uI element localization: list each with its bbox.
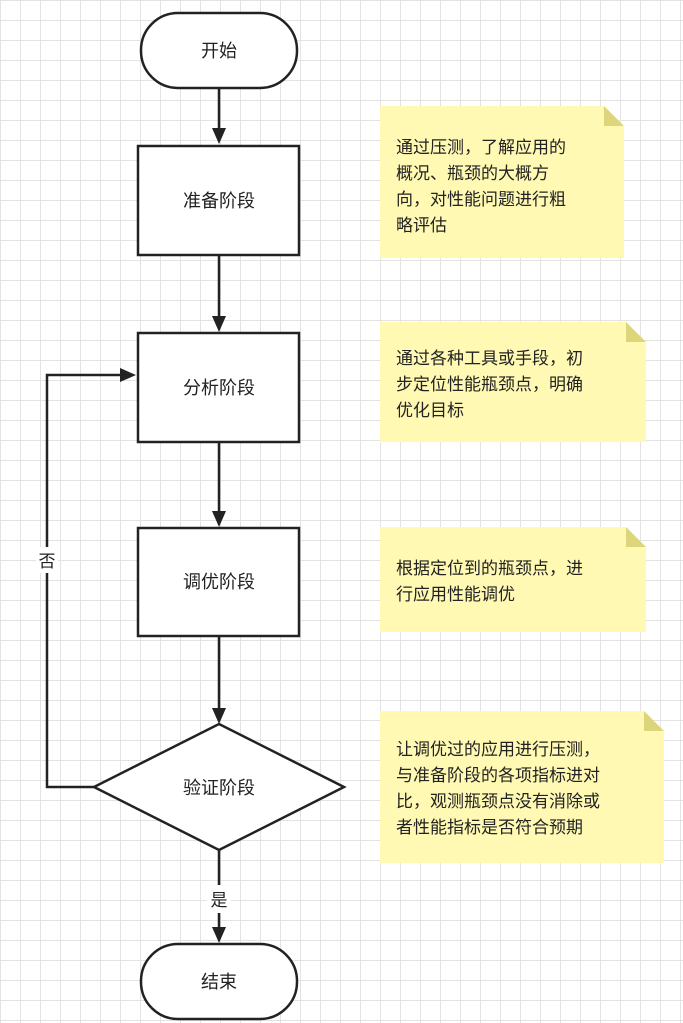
note-analyze-line-2: 步定位性能瓶颈点，明确	[396, 375, 583, 395]
node-end-label: 结束	[201, 972, 237, 993]
note-prepare-line-4: 略评估	[396, 216, 447, 236]
node-prepare-shape	[136, 144, 301, 257]
node-prepare-label: 准备阶段	[183, 191, 255, 212]
node-start-shape	[139, 11, 299, 90]
note-analyze-body	[380, 322, 646, 442]
note-prepare-body	[380, 106, 624, 258]
edge-label-no: 否	[39, 552, 56, 572]
edge-label-yes: 是	[211, 891, 228, 911]
node-verify-label: 验证阶段	[183, 778, 255, 799]
note-tune-body	[380, 527, 646, 632]
node-analyze-shape	[136, 331, 301, 444]
node-tune: 调优阶段	[136, 526, 301, 638]
node-prepare: 准备阶段	[136, 144, 301, 257]
note-tune-line-2: 行应用性能调优	[396, 585, 515, 605]
arrowhead-prepare-analyze	[212, 316, 226, 332]
note-verify-body	[380, 711, 664, 863]
edges	[45, 88, 226, 943]
note-verify-line-3: 比，观测瓶颈点没有消除或	[396, 792, 600, 812]
edge-verify-analyze-loop	[45, 373, 122, 789]
arrowhead-loop-analyze	[120, 368, 136, 382]
arrowhead-verify-end	[212, 927, 226, 943]
note-analyze-line-1: 通过各种工具或手段，初	[396, 349, 583, 369]
node-verify-shape	[91, 722, 347, 852]
note-prepare-fold	[604, 106, 624, 126]
note-prepare-line-3: 向，对性能问题进行粗	[396, 190, 566, 210]
node-analyze-label: 分析阶段	[183, 378, 255, 399]
node-end-shape	[139, 942, 299, 1021]
note-prepare-line-2: 概况、瓶颈的大概方	[396, 164, 549, 184]
arrowhead-start-prepare	[212, 128, 226, 144]
note-analyze-line-3: 优化目标	[396, 401, 464, 421]
node-end: 结束	[139, 942, 299, 1021]
note-verify: 让调优过的应用进行压测， 与准备阶段的各项指标进对 比，观测瓶颈点没有消除或 者…	[380, 711, 664, 863]
note-verify-line-1: 让调优过的应用进行压测，	[396, 740, 600, 760]
note-analyze: 通过各种工具或手段，初 步定位性能瓶颈点，明确 优化目标	[380, 322, 646, 442]
node-verify: 验证阶段	[91, 722, 347, 852]
note-analyze-fold	[626, 322, 646, 342]
arrowhead-tune-verify	[212, 708, 226, 724]
node-start: 开始	[139, 11, 299, 90]
node-tune-shape	[136, 526, 301, 638]
note-verify-line-2: 与准备阶段的各项指标进对	[396, 766, 600, 786]
edge-label-yes-bg	[207, 885, 231, 913]
note-verify-line-4: 者性能指标是否符合预期	[396, 818, 583, 838]
node-tune-label: 调优阶段	[183, 572, 255, 593]
note-prepare: 通过压测，了解应用的 概况、瓶颈的大概方 向，对性能问题进行粗 略评估	[380, 106, 624, 258]
note-tune-fold	[626, 527, 646, 547]
arrowhead-analyze-tune	[212, 511, 226, 527]
node-analyze: 分析阶段	[136, 331, 301, 444]
edge-label-no-bg	[36, 547, 58, 573]
note-tune: 根据定位到的瓶颈点，进 行应用性能调优	[380, 527, 646, 632]
note-verify-fold	[644, 711, 664, 731]
node-start-label: 开始	[201, 41, 237, 62]
note-tune-line-1: 根据定位到的瓶颈点，进	[396, 559, 583, 579]
note-prepare-line-1: 通过压测，了解应用的	[396, 138, 566, 158]
